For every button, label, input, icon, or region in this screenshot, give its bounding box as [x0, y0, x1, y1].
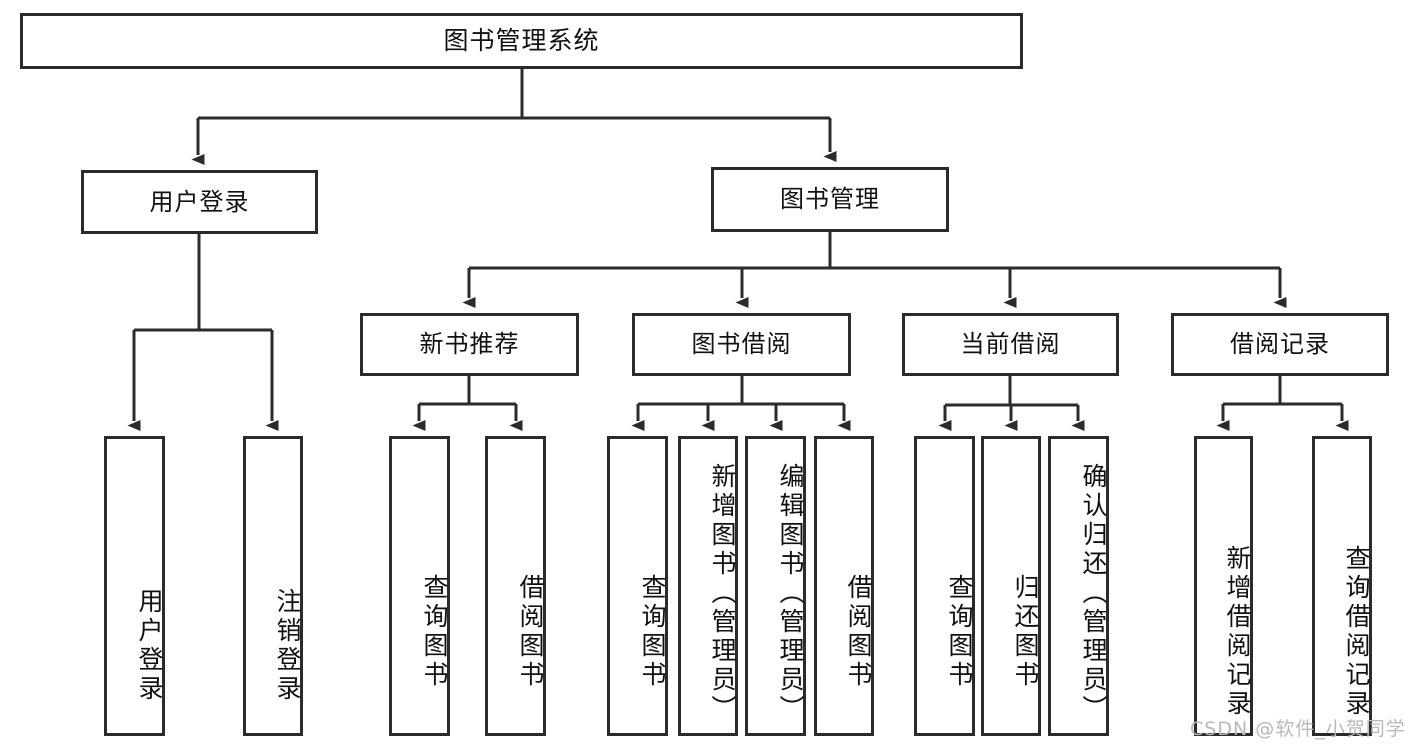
node-user-login[interactable]: 用户登录: [81, 170, 318, 234]
leaf-edit-book-admin[interactable]: 编辑图书（管理员）: [745, 436, 806, 736]
leaf-query-book-3-label: 查询图书: [945, 574, 974, 690]
leaf-query-book-2[interactable]: 查询图书: [607, 436, 668, 736]
leaf-return-book[interactable]: 归还图书: [981, 436, 1041, 736]
node-book-manage-label: 图书管理: [780, 185, 880, 214]
node-user-login-label: 用户登录: [149, 187, 250, 216]
leaf-user-login[interactable]: 用户登录: [104, 436, 165, 736]
leaf-borrow-book-2[interactable]: 借阅图书: [814, 436, 874, 736]
node-current-borrow-label: 当前借阅: [960, 330, 1061, 359]
leaf-add-book-admin-label: 新增图书（管理员）: [708, 462, 737, 724]
leaf-add-borrow-record-label: 新增借阅记录: [1223, 545, 1252, 719]
leaf-confirm-return-admin-label: 确认归还（管理员）: [1079, 462, 1108, 724]
leaf-query-borrow-record[interactable]: 查询借阅记录: [1312, 436, 1372, 736]
leaf-borrow-book-2-label: 借阅图书: [844, 574, 873, 690]
leaf-confirm-return-admin[interactable]: 确认归还（管理员）: [1048, 436, 1109, 736]
watermark-text: CSDN @软件_小贺同学: [1190, 718, 1405, 740]
node-root-label: 图书管理系统: [443, 26, 600, 56]
node-current-borrow[interactable]: 当前借阅: [902, 313, 1119, 376]
leaf-query-borrow-record-label: 查询借阅记录: [1342, 545, 1371, 719]
leaf-add-borrow-record[interactable]: 新增借阅记录: [1194, 436, 1253, 736]
leaf-query-book-2-label: 查询图书: [638, 574, 667, 690]
leaf-return-book-label: 归还图书: [1011, 574, 1040, 690]
node-book-borrow[interactable]: 图书借阅: [632, 313, 851, 376]
leaf-edit-book-admin-label: 编辑图书（管理员）: [776, 462, 805, 724]
leaf-query-book-3[interactable]: 查询图书: [914, 436, 975, 736]
leaf-query-book-1[interactable]: 查询图书: [389, 436, 450, 736]
leaf-logout[interactable]: 注销登录: [243, 436, 303, 736]
node-borrow-record[interactable]: 借阅记录: [1171, 313, 1389, 376]
leaf-user-login-label: 用户登录: [135, 588, 164, 704]
node-new-book-recommend[interactable]: 新书推荐: [360, 313, 579, 376]
leaf-borrow-book-1[interactable]: 借阅图书: [485, 436, 546, 736]
leaf-add-book-admin[interactable]: 新增图书（管理员）: [678, 436, 738, 736]
leaf-borrow-book-1-label: 借阅图书: [516, 574, 545, 690]
leaf-query-book-1-label: 查询图书: [420, 574, 449, 690]
node-borrow-record-label: 借阅记录: [1230, 330, 1330, 359]
node-root[interactable]: 图书管理系统: [20, 13, 1023, 69]
node-new-book-recommend-label: 新书推荐: [419, 330, 520, 359]
node-book-manage[interactable]: 图书管理: [711, 167, 949, 232]
node-book-borrow-label: 图书借阅: [691, 330, 792, 359]
leaf-logout-label: 注销登录: [273, 588, 302, 704]
